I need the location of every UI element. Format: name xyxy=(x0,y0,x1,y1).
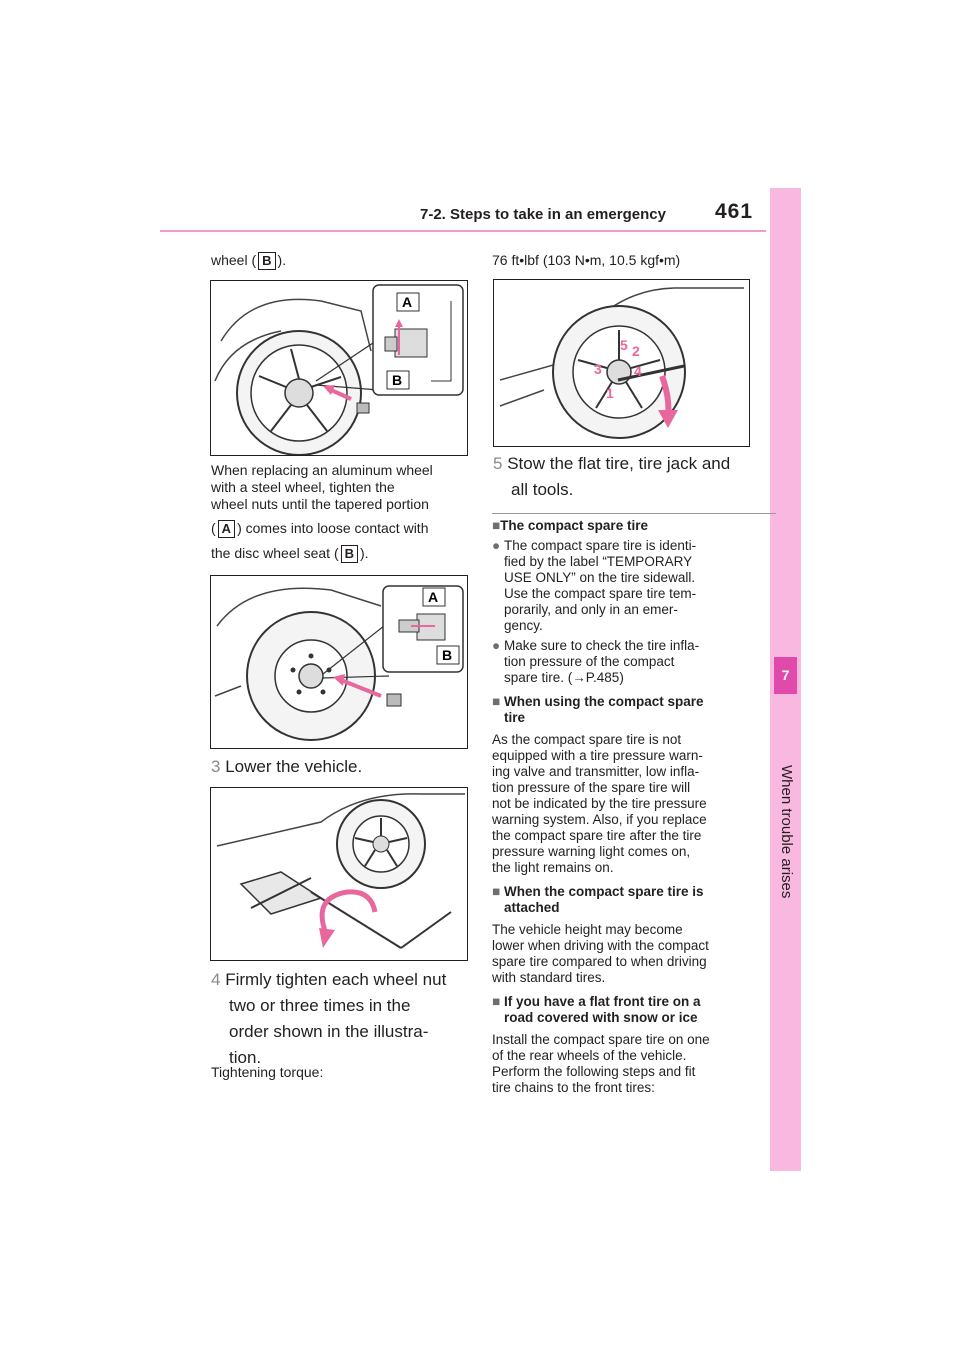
flat-front-body: Install the compact spare tire on one of… xyxy=(492,1032,710,1095)
page-ref-link[interactable]: P.485) xyxy=(585,670,624,685)
figure-wheel-nut-steel: A B xyxy=(210,575,468,749)
section-title: 7-2. Steps to take in an emergency xyxy=(420,206,666,223)
note-compact-spare-heading: ■The compact spare tire xyxy=(492,518,648,533)
tightening-torque-label: Tightening torque: xyxy=(211,1064,324,1080)
aluminum-to-steel-note: When replacing an aluminum wheel with a … xyxy=(211,462,433,563)
label-b-badge: B xyxy=(258,252,276,270)
step-4: 4 Firmly tighten each wheel nut two or t… xyxy=(211,970,447,1067)
label-a-badge: A xyxy=(217,520,236,538)
page-number: 461 xyxy=(715,200,754,223)
figure-wheel-nut-aluminum: A B xyxy=(210,280,468,456)
notes-section: ■The compact spare tire ● The compact sp… xyxy=(492,518,762,1096)
step-3: 3 Lower the vehicle. xyxy=(211,757,363,776)
fig2-label-b: B xyxy=(442,647,452,663)
bullet-temporary-use: ● The compact spare tire is identi- fied… xyxy=(492,538,697,633)
chapter-number: 7 xyxy=(774,657,797,694)
section-divider xyxy=(492,513,776,514)
wheel-continuation: wheel (B). xyxy=(211,252,287,270)
figure-lower-vehicle xyxy=(210,787,468,961)
order-number-1: 1 xyxy=(606,385,614,401)
label-b-badge: B xyxy=(340,545,359,563)
order-number-5: 5 xyxy=(620,337,628,353)
attached-body: The vehicle height may become lower when… xyxy=(492,922,709,985)
fig1-label-a: A xyxy=(402,294,412,310)
tightening-torque-value: 76 ft•lbf (103 N•m, 10.5 kgf•m) xyxy=(492,252,681,268)
header-rule xyxy=(160,230,766,232)
chapter-label: When trouble arises xyxy=(778,765,795,899)
using-spare-body: As the compact spare tire is not equippe… xyxy=(492,732,707,875)
bullet-check-pressure: ● Make sure to check the tire infla- tio… xyxy=(492,638,700,685)
step-5: 5 Stow the flat tire, tire jack and all … xyxy=(493,454,731,499)
fig2-label-a: A xyxy=(428,589,438,605)
order-number-4: 4 xyxy=(634,363,642,379)
order-number-3: 3 xyxy=(594,361,602,377)
figure-tighten-order: 1 2 3 4 5 xyxy=(493,279,750,447)
order-number-2: 2 xyxy=(632,343,640,359)
fig1-label-b: B xyxy=(392,372,402,388)
